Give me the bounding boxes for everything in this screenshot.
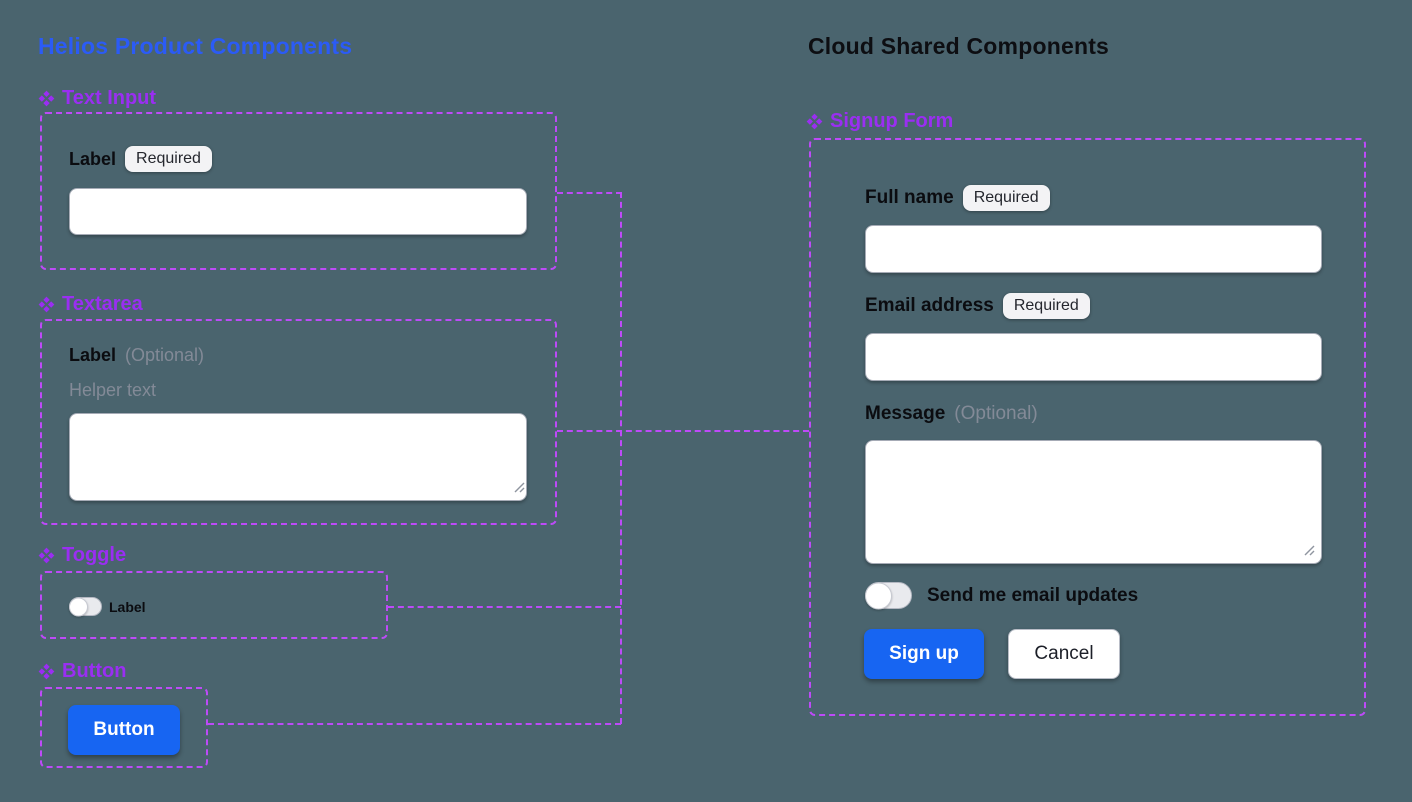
connector-trunk (620, 192, 622, 724)
helper-text: Helper text (69, 380, 157, 400)
toggle-switch[interactable] (69, 597, 102, 616)
component-icon (806, 113, 823, 130)
connector-textarea-to-form (557, 430, 809, 432)
required-badge: Required (1002, 293, 1090, 319)
optional-hint: (Optional) (954, 403, 1038, 424)
component-label-text: Text Input (62, 87, 157, 109)
cloud-section-title: Cloud Shared Components (808, 33, 1110, 59)
required-badge: Required (125, 146, 212, 172)
toggle-label: Label (109, 599, 146, 615)
sign-up-button[interactable]: Sign up (864, 629, 984, 679)
sample-button[interactable]: Button (68, 705, 180, 755)
toggle-knob (69, 597, 88, 616)
textarea-component-frame[interactable]: Label (Optional) Helper text (40, 319, 557, 525)
connector-button (208, 723, 621, 725)
component-icon (38, 547, 55, 564)
required-badge: Required (962, 185, 1050, 211)
cancel-button[interactable]: Cancel (1008, 629, 1120, 679)
component-icon (38, 663, 55, 680)
email-label: Email address (865, 295, 994, 316)
component-label-text: Toggle (62, 544, 127, 566)
message-textarea[interactable] (865, 440, 1322, 564)
email-updates-toggle[interactable] (865, 582, 912, 609)
email-input[interactable] (865, 333, 1322, 381)
resize-handle-icon[interactable] (513, 481, 525, 493)
component-label-button[interactable]: Button (38, 660, 126, 683)
component-label-text: Signup Form (830, 110, 954, 132)
component-icon (38, 296, 55, 313)
component-label-text: Button (62, 660, 127, 682)
text-input-label: Label (69, 148, 117, 169)
full-name-input[interactable] (865, 225, 1322, 273)
component-label-textarea[interactable]: Textarea (38, 293, 143, 316)
connector-toggle (388, 606, 621, 608)
email-updates-label: Send me email updates (927, 585, 1139, 606)
component-label-signup-form[interactable]: Signup Form (806, 110, 953, 133)
optional-hint: (Optional) (125, 345, 205, 365)
component-label-text: Textarea (62, 293, 143, 315)
component-label-text-input[interactable]: Text Input (38, 87, 156, 110)
component-label-toggle[interactable]: Toggle (38, 544, 126, 567)
component-icon (38, 90, 55, 107)
text-input-field[interactable] (69, 188, 527, 235)
text-input-component-frame[interactable]: Label Required (40, 112, 557, 270)
full-name-label: Full name (865, 187, 954, 208)
resize-handle-icon[interactable] (1303, 544, 1315, 556)
toggle-knob (865, 582, 892, 609)
connector-text-input (557, 192, 622, 194)
textarea-field[interactable] (69, 413, 527, 501)
message-label: Message (865, 403, 946, 424)
toggle-component-frame[interactable]: Label (40, 571, 388, 639)
signup-form-frame[interactable]: Full name Required Email address Require… (809, 138, 1366, 716)
textarea-label: Label (69, 345, 117, 365)
button-component-frame[interactable]: Button (40, 687, 208, 768)
helios-section-title: Helios Product Components (38, 33, 353, 59)
